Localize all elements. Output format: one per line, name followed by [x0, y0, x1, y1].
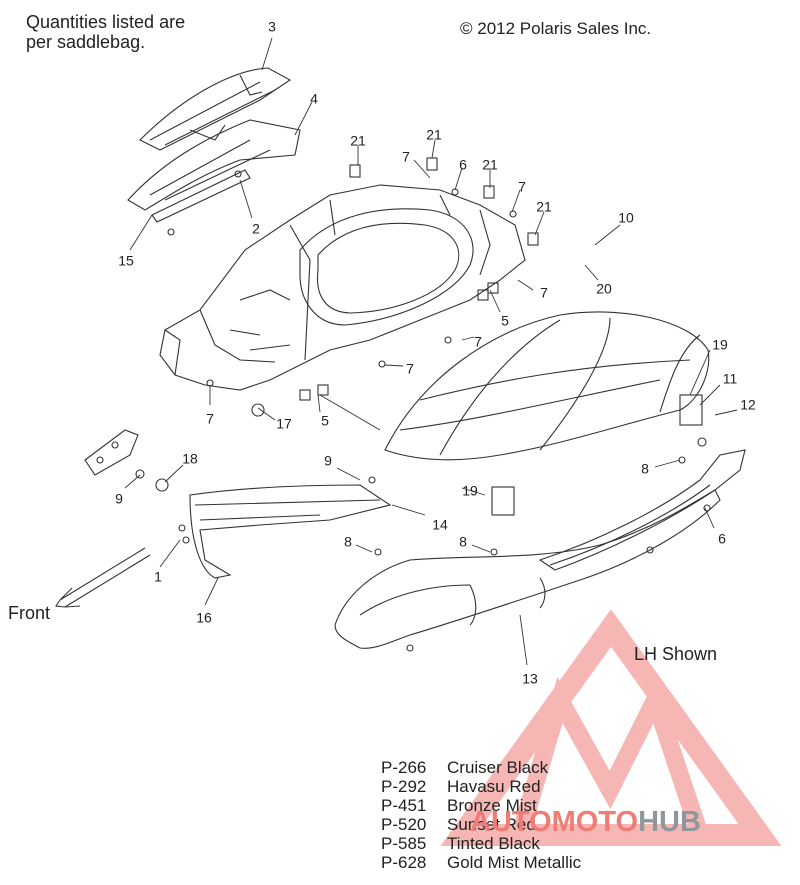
- color-code: P-292: [381, 777, 427, 796]
- callout-number: 11: [723, 371, 738, 387]
- lower-trim-rail-part: [538, 449, 746, 571]
- callout-number: 8: [459, 534, 467, 550]
- callout-number: 6: [459, 157, 467, 173]
- front-panel-part: [189, 484, 392, 579]
- leader-lines: [124, 37, 738, 666]
- callout-number: 8: [641, 461, 649, 477]
- callout-number: 7: [518, 179, 526, 195]
- color-row: P-585 Tinted Black: [381, 834, 581, 853]
- lid-cover-part: [127, 67, 301, 223]
- callout-number: 21: [350, 133, 366, 149]
- color-name: Tinted Black: [447, 834, 540, 853]
- watermark-text: AUTOMOTOHUB: [470, 806, 701, 839]
- color-name: Bronze Mist: [447, 796, 537, 815]
- callout-number: 20: [596, 281, 612, 297]
- color-code: P-628: [381, 853, 427, 872]
- quantity-note-line2: per saddlebag.: [26, 32, 146, 52]
- front-arrow: [55, 547, 151, 608]
- callout-number: 21: [482, 157, 498, 173]
- callout-number: 13: [522, 671, 538, 687]
- callout-number: 17: [276, 416, 292, 432]
- callout-number: 7: [206, 411, 214, 427]
- color-code: P-585: [381, 834, 427, 853]
- callout-number: 12: [740, 397, 756, 413]
- callout-number: 19: [462, 483, 478, 499]
- callout-number: 16: [196, 610, 212, 626]
- color-name: Sunset Red: [447, 815, 536, 834]
- watermark-m-shape: [511, 676, 709, 838]
- callout-number: 21: [426, 127, 442, 143]
- color-row: P-628 Gold Mist Metallic: [381, 853, 581, 872]
- callout-number: 18: [182, 451, 198, 467]
- callout-number: 8: [344, 534, 352, 550]
- color-name: Gold Mist Metallic: [447, 853, 582, 872]
- color-code: P-451: [381, 796, 427, 815]
- saddlebag-body-part: [159, 184, 526, 391]
- color-row: P-292 Havasu Red: [381, 777, 581, 796]
- callout-number: 9: [324, 453, 332, 469]
- color-code: P-266: [381, 758, 427, 777]
- paint-color-list: P-266 Cruiser Black P-292 Havasu Red P-451…: [381, 758, 581, 872]
- quantity-note-line1: Quantities listed are: [26, 12, 186, 32]
- callout-number: 4: [310, 91, 318, 107]
- copyright-text: © 2012 Polaris Sales Inc.: [460, 19, 652, 38]
- lh-shown-label: LH Shown: [634, 644, 718, 664]
- callout-number: 2: [252, 221, 260, 237]
- callout-number: 5: [501, 313, 509, 329]
- callout-number: 5: [321, 413, 329, 429]
- front-label: Front: [8, 603, 51, 623]
- quantity-note: Quantities listed are per saddlebag.: [26, 12, 185, 52]
- callout-number: 21: [536, 199, 552, 215]
- color-name: Cruiser Black: [447, 758, 549, 777]
- color-code: P-520: [381, 815, 427, 834]
- callout-number: 7: [402, 149, 410, 165]
- color-row: P-520 Sunset Red: [381, 815, 581, 834]
- callout-number: 6: [718, 531, 726, 547]
- watermark-text-hub: HUB: [638, 806, 701, 838]
- callout-number: 7: [474, 334, 482, 350]
- fasteners: [135, 157, 711, 652]
- watermark-triangle: [440, 609, 782, 846]
- lower-body-part: [334, 489, 721, 649]
- callout-number: 19: [712, 337, 728, 353]
- callout-number: 1: [154, 569, 162, 585]
- callout-number: 9: [115, 491, 123, 507]
- watermark-text-auto: AUTO: [470, 806, 552, 838]
- callout-number: 3: [268, 19, 276, 35]
- color-name: Havasu Red: [447, 777, 541, 796]
- color-row: P-266 Cruiser Black: [381, 758, 581, 777]
- bracket-part: [84, 429, 139, 476]
- color-row: P-451 Bronze Mist: [381, 796, 581, 815]
- saddlebag-cover-part: [384, 311, 710, 461]
- callout-number: 10: [618, 210, 634, 226]
- callout-number: 7: [540, 285, 548, 301]
- watermark-text-moto: MOTO: [551, 806, 639, 838]
- callout-number: 14: [432, 517, 448, 533]
- callout-number: 15: [118, 253, 134, 269]
- callout-number: 7: [406, 361, 414, 377]
